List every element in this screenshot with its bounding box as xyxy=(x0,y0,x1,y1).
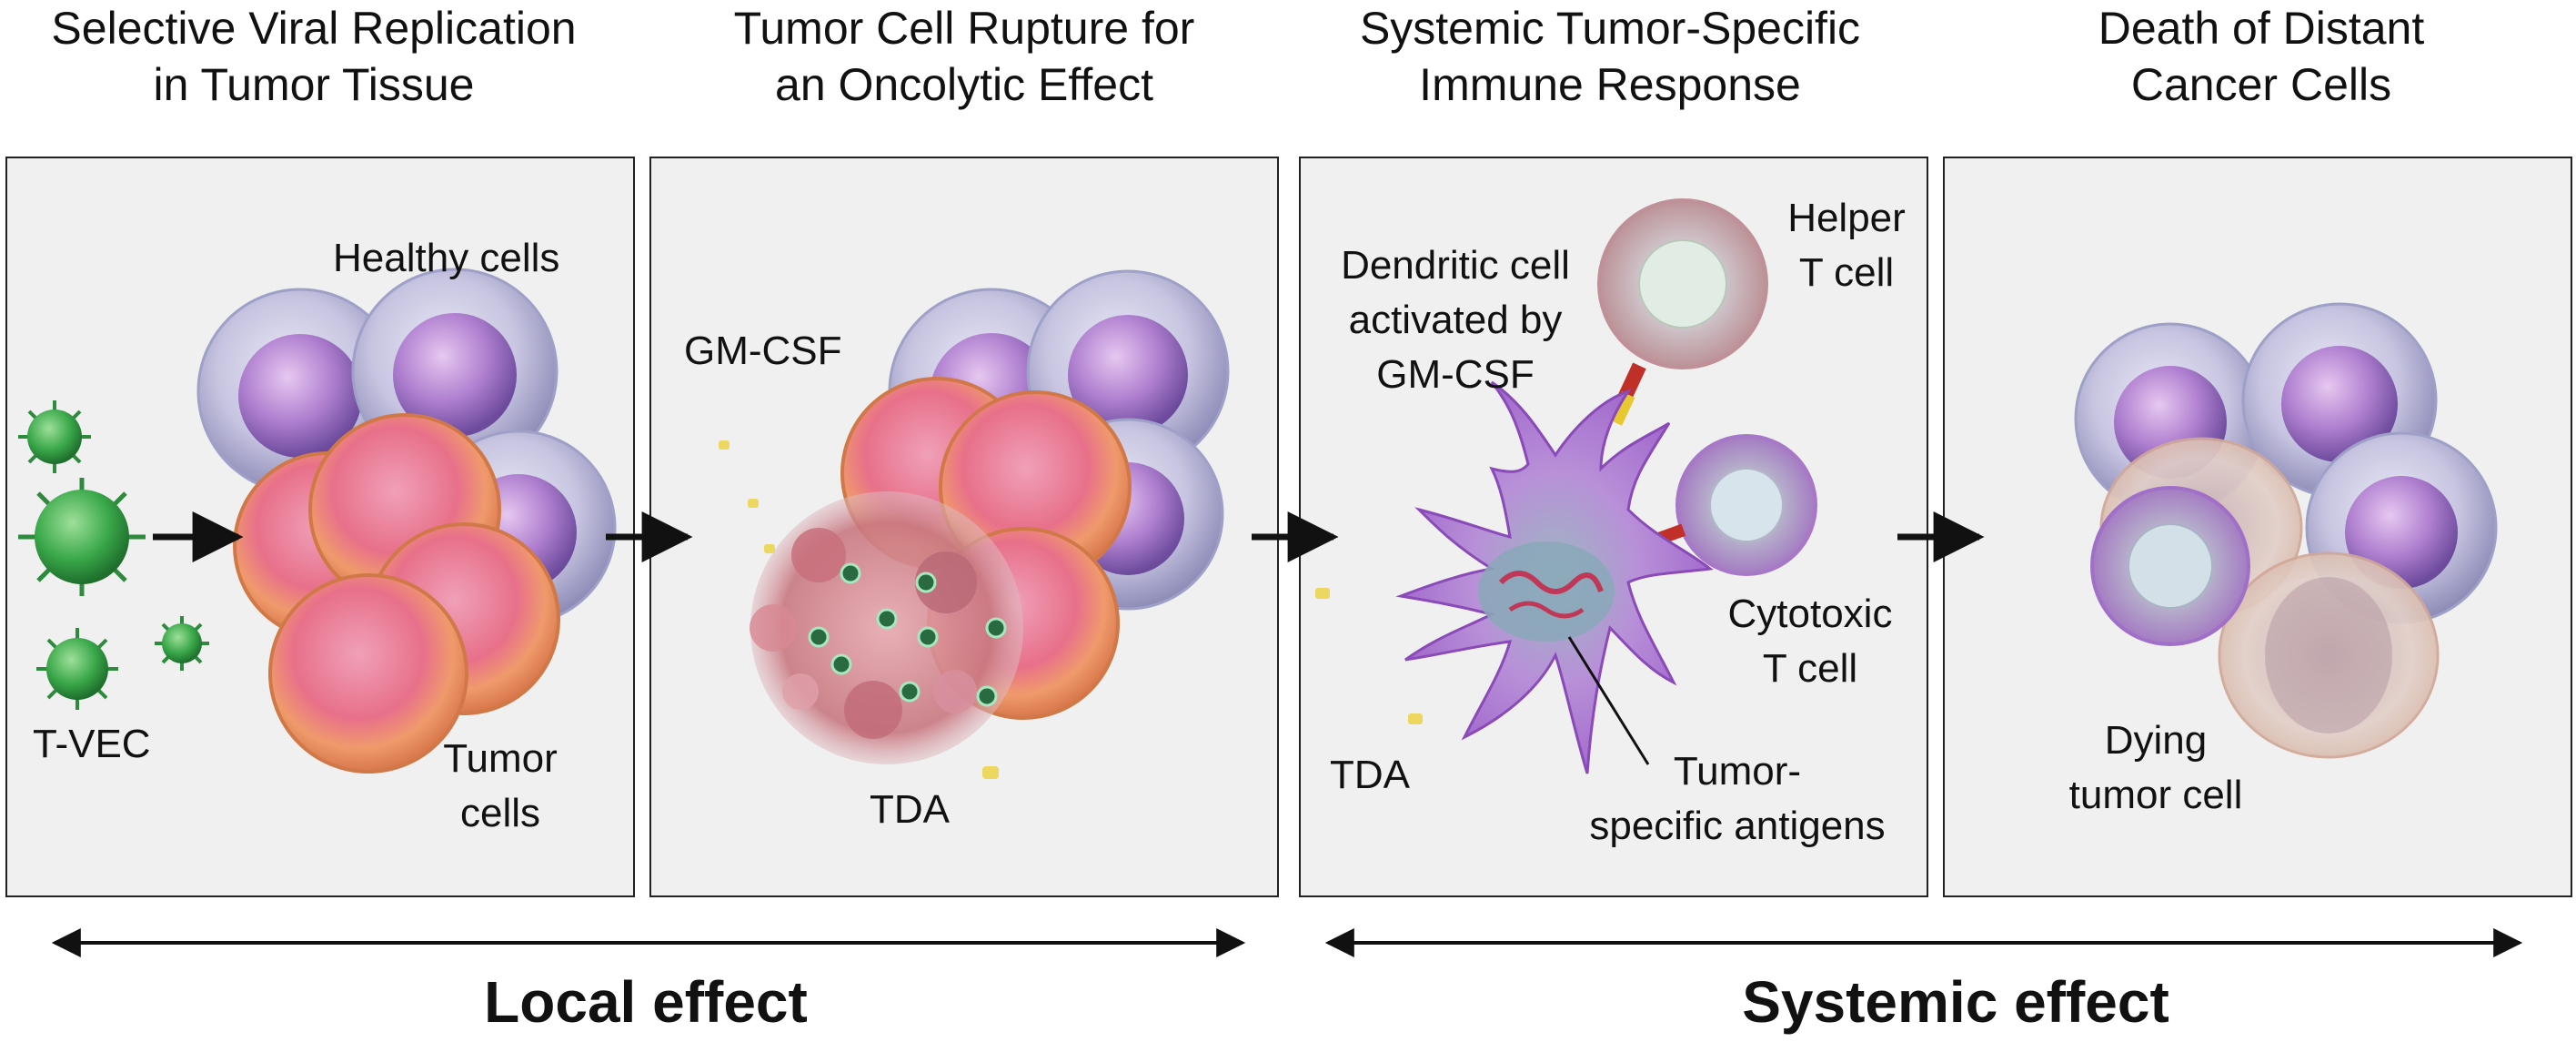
t-vec-label: T-VEC xyxy=(33,717,151,772)
dendritic-cell-label-line-3: GM-CSF xyxy=(1301,348,1610,402)
cytotoxic-t-cell-label-line-2: T cell xyxy=(1692,642,1928,696)
dying-tumor-cell-label-line-1: Dying xyxy=(2038,713,2274,768)
tda-label-panel-2: TDA xyxy=(870,783,950,837)
local-effect-label: Local effect xyxy=(382,968,910,1036)
virus-particle xyxy=(810,628,828,646)
systemic-effect-label: Systemic effect xyxy=(1619,968,2292,1036)
virus-particle xyxy=(18,478,146,596)
dying-tumor-cell-label-line-2: tumor cell xyxy=(2038,768,2274,823)
dendritic-cell-label-line-2: activated by xyxy=(1301,293,1610,348)
virus-particle xyxy=(18,400,91,473)
tumor-cells-label: Tumor cells xyxy=(409,732,591,841)
virus-particle xyxy=(841,564,860,582)
dying-tumor-cell-label: Dying tumor cell xyxy=(2038,713,2274,823)
gm-csf-label: GM-CSF xyxy=(684,324,842,379)
helper-t-cell-label: Helper T cell xyxy=(1756,191,1937,300)
cytotoxic-t-cell-label: Cytotoxic T cell xyxy=(1692,587,1928,696)
virus-particle xyxy=(155,616,209,671)
virus-particle xyxy=(36,628,118,710)
cytotoxic-t-cell xyxy=(2092,488,2249,644)
virus-particle xyxy=(917,573,935,592)
tda-label-panel-3: TDA xyxy=(1330,748,1410,803)
healthy-cells-label: Healthy cells xyxy=(333,231,559,286)
virus-particle xyxy=(978,687,996,705)
virus-particle xyxy=(987,619,1005,637)
virus-particle xyxy=(901,683,919,701)
dendritic-cell xyxy=(1401,382,1710,774)
tumor-specific-antigens-label: Tumor- specific antigens xyxy=(1546,744,1928,854)
tumor-specific-antigens-label-line-1: Tumor- xyxy=(1546,744,1928,799)
tumor-cells-label-line-1: Tumor xyxy=(409,732,591,786)
cytotoxic-t-cell-label-line-1: Cytotoxic xyxy=(1692,587,1928,642)
tda-particles xyxy=(1315,588,1423,724)
dendritic-cell-label-line-1: Dendritic cell xyxy=(1301,238,1610,293)
tumor-specific-antigens-label-line-2: specific antigens xyxy=(1546,799,1928,854)
helper-t-cell-label-line-2: T cell xyxy=(1756,246,1937,300)
t-vec-viruses xyxy=(18,400,209,710)
virus-particle xyxy=(878,610,896,628)
dendritic-cell-label: Dendritic cell activated by GM-CSF xyxy=(1301,238,1610,402)
helper-t-cell-label-line-1: Helper xyxy=(1756,191,1937,246)
tumor-cells-label-line-2: cells xyxy=(409,786,591,841)
virus-particle xyxy=(832,655,850,673)
virus-particle xyxy=(919,628,937,646)
